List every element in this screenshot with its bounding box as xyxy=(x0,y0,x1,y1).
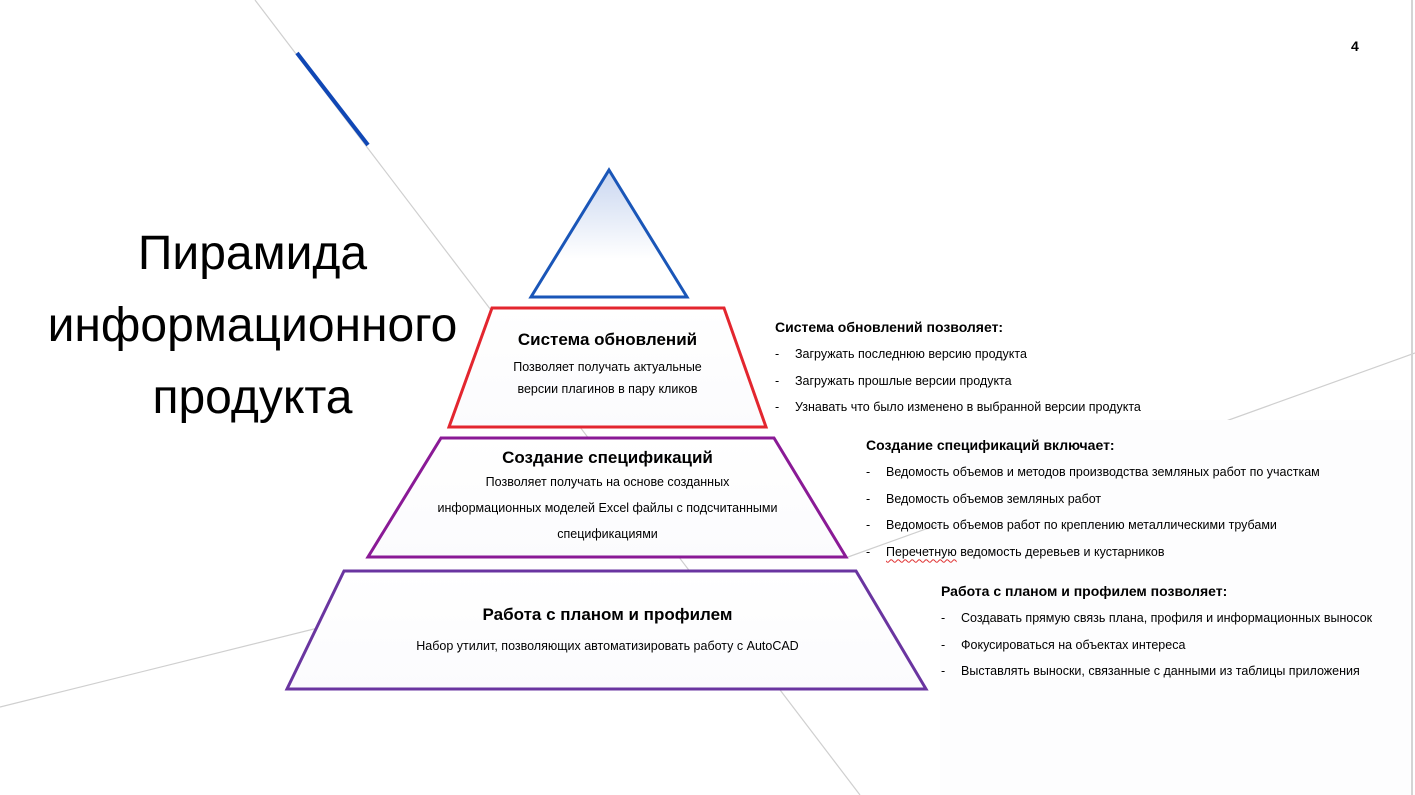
tier-2-heading: Создание спецификаций xyxy=(502,448,713,467)
misspelled-word: Перечетную xyxy=(886,544,957,559)
list-item: -Узнавать что было изменено в выбранной … xyxy=(775,400,1141,414)
pyramid-apex xyxy=(528,167,690,299)
tier-2-desc-line-3: спецификациями xyxy=(557,527,658,541)
pyramid-tier-2: Создание спецификаций Позволяет получать… xyxy=(400,448,815,547)
list-item: -Ведомость объемов земляных работ xyxy=(866,491,1102,506)
details-plan-profile-heading: Работа с планом и профилем позволяет: xyxy=(941,583,1228,599)
tier-3-desc-line-1: Набор утилит, позволяющих автоматизирова… xyxy=(416,639,799,653)
list-item: -Фокусироваться на объектах интереса xyxy=(941,637,1186,652)
pyramid-tier-3: Работа с планом и профилем Набор утилит,… xyxy=(340,605,875,659)
slide-title: Пирамида информационного продукта xyxy=(0,218,505,434)
pyramid-tier-1: Система обновлений Позволяет получать ак… xyxy=(470,330,745,400)
pyramid-tier-3-shape xyxy=(284,569,929,691)
list-item: -Создавать прямую связь плана, профиля и… xyxy=(941,611,1373,625)
page-number: 4 xyxy=(1351,38,1359,54)
pyramid-tier-2-shape xyxy=(365,436,849,559)
tier-1-heading: Система обновлений xyxy=(517,330,698,349)
details-plan-profile: Работа с планом и профилем позволяет: -С… xyxy=(941,583,1372,685)
tier-3-heading: Работа с планом и профилем xyxy=(482,605,733,624)
list-item: -Загружать прошлые версии продукта xyxy=(775,373,1012,388)
title-line-2: информационного xyxy=(47,299,458,352)
details-specifications: Создание спецификаций включает: -Ведомос… xyxy=(866,437,1320,565)
accent-line xyxy=(295,51,370,147)
title-line-3: продукта xyxy=(152,371,353,424)
list-item: -Ведомость объемов работ по креплению ме… xyxy=(866,518,1277,532)
details-updates: Система обновлений позволяет: -Загружать… xyxy=(775,319,1141,421)
list-item: -Ведомость объемов и методов производств… xyxy=(866,465,1320,479)
details-updates-heading: Система обновлений позволяет: xyxy=(775,319,1004,335)
tier-1-desc-line-1: Позволяет получать актуальные xyxy=(513,360,702,374)
slide-right-border xyxy=(1411,0,1413,795)
pyramid-tier-1-shape xyxy=(446,306,769,429)
details-specifications-heading: Создание спецификаций включает: xyxy=(866,437,1115,453)
list-item: -Выставлять выноски, связанные с данными… xyxy=(941,664,1360,678)
details-panel xyxy=(940,420,1410,795)
tier-2-desc-line-2: информационных моделей Excel файлы с под… xyxy=(437,501,778,515)
list-item: -Перечетную ведомость деревьев и кустарн… xyxy=(866,544,1165,559)
decor-line-lower xyxy=(0,624,331,708)
list-item: -Загружать последнюю версию продукта xyxy=(775,347,1027,361)
title-line-1: Пирамида xyxy=(137,227,368,280)
tier-1-desc-line-2: версии плагинов в пару кликов xyxy=(517,382,698,396)
tier-2-desc-line-1: Позволяет получать на основе созданных xyxy=(485,475,730,489)
